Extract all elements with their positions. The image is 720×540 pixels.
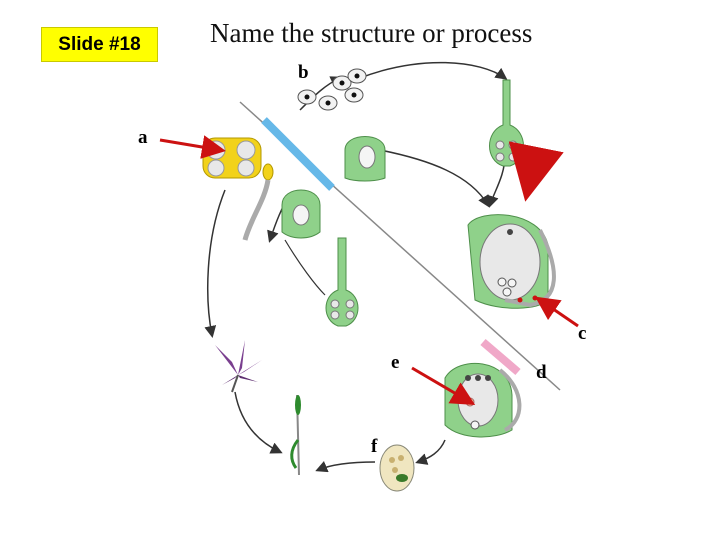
cycle-arrow	[379, 149, 490, 208]
label-f: f	[371, 436, 378, 457]
label-d: d	[536, 362, 547, 383]
anther	[202, 137, 274, 241]
pistil	[325, 237, 359, 327]
cycle-arrow	[359, 61, 508, 80]
cycle-arrow	[204, 189, 226, 338]
embryo-sac	[467, 214, 556, 309]
pistil-with-pollen	[489, 79, 524, 167]
slide-number-badge: Slide #18	[41, 27, 158, 62]
pointer-e	[411, 366, 476, 406]
fertilized-ovule	[444, 363, 522, 438]
seedling	[290, 394, 301, 476]
label-b: b	[298, 62, 309, 83]
label-c: c	[578, 323, 587, 344]
label-a: a	[138, 127, 148, 148]
flower	[215, 340, 262, 393]
cycle-arrow	[284, 239, 326, 296]
pointer-c	[535, 296, 579, 328]
seed	[379, 444, 415, 492]
slide-title: Name the structure or process	[210, 18, 533, 48]
ovule	[344, 136, 386, 182]
fertilization-bar	[480, 338, 521, 376]
cycle-arrow	[415, 439, 446, 465]
label-e: e	[391, 352, 400, 373]
cycle-arrow	[315, 461, 376, 473]
cycle-arrow	[234, 391, 283, 454]
pointer-a	[159, 135, 226, 159]
meiosis-bar	[261, 117, 335, 191]
pollination-arrow	[508, 141, 564, 202]
microspore-tetrads	[297, 68, 367, 111]
ovule-sac	[281, 189, 321, 239]
